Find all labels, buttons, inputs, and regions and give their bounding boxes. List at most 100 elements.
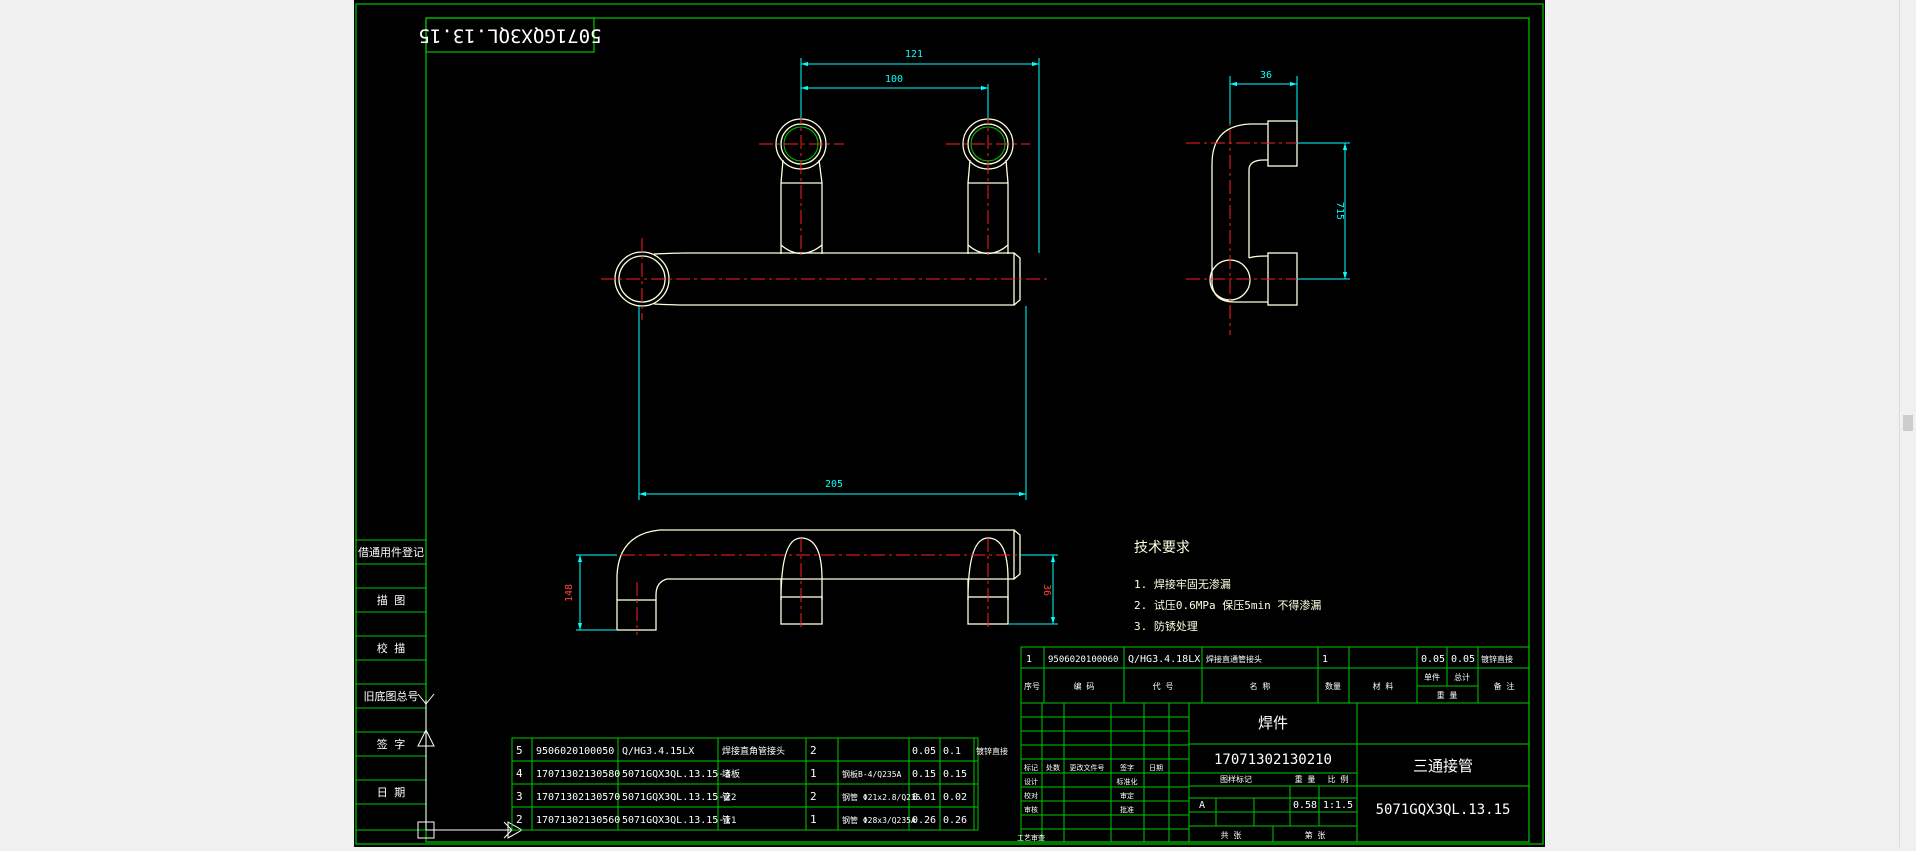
bom-cell: 管1 <box>722 814 736 826</box>
bom-rows: 5 9506020100050 Q/HG3.4.15LX 焊接直角管接头 2 0.05 0.… <box>516 744 1008 826</box>
drawing-sheet: 5071GQX3QL.13.15 <box>354 0 1545 847</box>
left-record-strip <box>355 539 427 831</box>
bom-cell: 焊接直角管接头 <box>722 745 785 757</box>
bom-cell: 镀锌直接 <box>976 746 1008 756</box>
bom-cell: 17071302130580 <box>536 769 620 780</box>
parts-header: 编 码 <box>1074 681 1095 691</box>
parts-cell: 1 <box>1026 654 1032 665</box>
note-line: 3. 防锈处理 <box>1134 619 1198 633</box>
bom-cell: 4 <box>516 767 523 780</box>
dim-148: 148 <box>564 584 575 602</box>
parts-cell: 1 <box>1322 654 1328 665</box>
ucs-icon <box>417 693 524 839</box>
bom-cell: 0.26 <box>912 815 936 826</box>
weight-label: 重 量 <box>1295 774 1316 784</box>
stage-label: 图样标记 <box>1220 774 1252 784</box>
dim-205: 205 <box>825 479 843 490</box>
parts-cell: 镀锌直接 <box>1481 654 1513 664</box>
scrollbar-thumb[interactable] <box>1903 415 1913 431</box>
parts-cell: Q/HG3.4.18LX <box>1128 654 1200 665</box>
parts-header: 序号 <box>1024 681 1040 691</box>
side-view <box>1209 120 1298 306</box>
stamp-box: 5071GQX3QL.13.15 <box>418 17 602 53</box>
stage-value: A <box>1199 800 1205 811</box>
bom-cell: 钢管 Φ21x2.8/Q235 <box>842 792 921 802</box>
bom-cell: 管2 <box>722 791 736 803</box>
signature-label: 设计 <box>1024 777 1038 786</box>
part-code: 17071302130210 <box>1214 752 1332 768</box>
parts-header: 材 料 <box>1373 681 1394 691</box>
front-view-centerlines <box>601 110 1049 320</box>
bom-cell: 17071302130570 <box>536 792 620 803</box>
part-name: 三通接管 <box>1413 757 1473 775</box>
note-line: 1. 焊接牢固无渗漏 <box>1134 577 1231 591</box>
parts-cell: 9506020100060 <box>1048 655 1118 665</box>
revision-label: 标记 <box>1024 763 1038 772</box>
scale-value: 1:1.5 <box>1323 800 1353 811</box>
inner-frame <box>425 17 1530 843</box>
parts-cell: 焊接直通管接头 <box>1206 654 1262 664</box>
sheet-total: 共 张 <box>1221 831 1242 840</box>
weight-value: 0.58 <box>1293 800 1317 811</box>
note-line: 2. 试压0.6MPa 保压5min 不得渗漏 <box>1134 598 1321 612</box>
bom-cell: 5071GQX3QL.13.15-2 <box>622 792 730 803</box>
dim-36-top: 36 <box>1041 584 1052 596</box>
outer-frame <box>355 3 1544 845</box>
scale-label: 比 例 <box>1328 774 1349 784</box>
revision-label: 处数 <box>1046 763 1060 772</box>
bom-cell: 0.1 <box>943 746 961 757</box>
bom-cell: Q/HG3.4.15LX <box>622 746 694 757</box>
bom-cell: 2 <box>810 744 817 757</box>
strip-label: 旧底图总号 <box>364 689 419 703</box>
top-view-centerlines <box>596 538 1039 635</box>
side-view-centerlines <box>1186 80 1324 335</box>
technical-notes: 技术要求 1. 焊接牢固无渗漏 2. 试压0.6MPa 保压5min 不得渗漏 … <box>1134 540 1321 633</box>
signature-label: 标准化 <box>1117 777 1138 786</box>
vertical-scrollbar[interactable] <box>1899 0 1916 847</box>
bom-cell: 9506020100050 <box>536 746 614 757</box>
parts-header: 单件 <box>1424 672 1440 682</box>
revision-label: 更改文件号 <box>1070 763 1105 772</box>
strip-label: 日 期 <box>377 786 406 799</box>
bom-cell: 0.01 <box>912 792 936 803</box>
parts-weight-header: 重 量 <box>1437 690 1458 700</box>
bom-cell: 0.26 <box>943 815 967 826</box>
parts-cell: 0.05 <box>1421 654 1445 665</box>
title-block-text: 焊件 17071302130210 三通接管 5071GQX3QL.13.15 … <box>1199 714 1510 840</box>
parts-header: 名 称 <box>1250 681 1271 691</box>
part-type: 焊件 <box>1258 714 1288 732</box>
bom-table <box>511 737 979 831</box>
title-block <box>1020 702 1530 843</box>
side-view-dimensions <box>1229 76 1350 280</box>
dim-100: 100 <box>885 74 903 85</box>
revision-label: 签字 <box>1120 763 1134 772</box>
revision-labels: 标记处数更改文件号签字日期设计标准化校对审定审核批准工艺审查 <box>1017 763 1163 842</box>
dim-36-side: 36 <box>1260 70 1272 81</box>
strip-label: 借通用件登记 <box>358 545 424 559</box>
left-strip-labels: 借通用件登记 描 图 校 描 旧底图总号 签 字 日 期 <box>358 545 424 799</box>
bom-cell: 17071302130560 <box>536 815 620 826</box>
sheet-index: 第 张 <box>1305 830 1326 840</box>
bom-cell: 2 <box>810 790 817 803</box>
parts-header: 代 号 <box>1153 681 1174 691</box>
bom-cell: 0.15 <box>943 769 967 780</box>
stamp-text: 5071GQX3QL.13.15 <box>418 25 601 47</box>
strip-label: 签 字 <box>377 737 406 751</box>
drawing-number: 5071GQX3QL.13.15 <box>1376 802 1511 818</box>
bom-cell: 钢管 Φ28x3/Q235A <box>842 815 916 825</box>
signature-label: 校对 <box>1024 791 1038 800</box>
parts-header: 数量 <box>1325 681 1341 691</box>
parts-header: 备 注 <box>1494 681 1515 691</box>
top-view-dimensions <box>576 554 1058 631</box>
bom-cell: 0.15 <box>912 769 936 780</box>
revision-label: 日期 <box>1149 764 1163 772</box>
bom-cell: 0.05 <box>912 746 936 757</box>
signature-label: 审定 <box>1120 791 1134 800</box>
bom-cell: 5071GQX3QL.13.15-3 <box>622 769 730 780</box>
bom-cell: 堵板 <box>722 768 740 780</box>
bom-cell: 2 <box>516 813 523 826</box>
bom-cell: 0.02 <box>943 792 967 803</box>
bom-cell: 5 <box>516 744 523 757</box>
